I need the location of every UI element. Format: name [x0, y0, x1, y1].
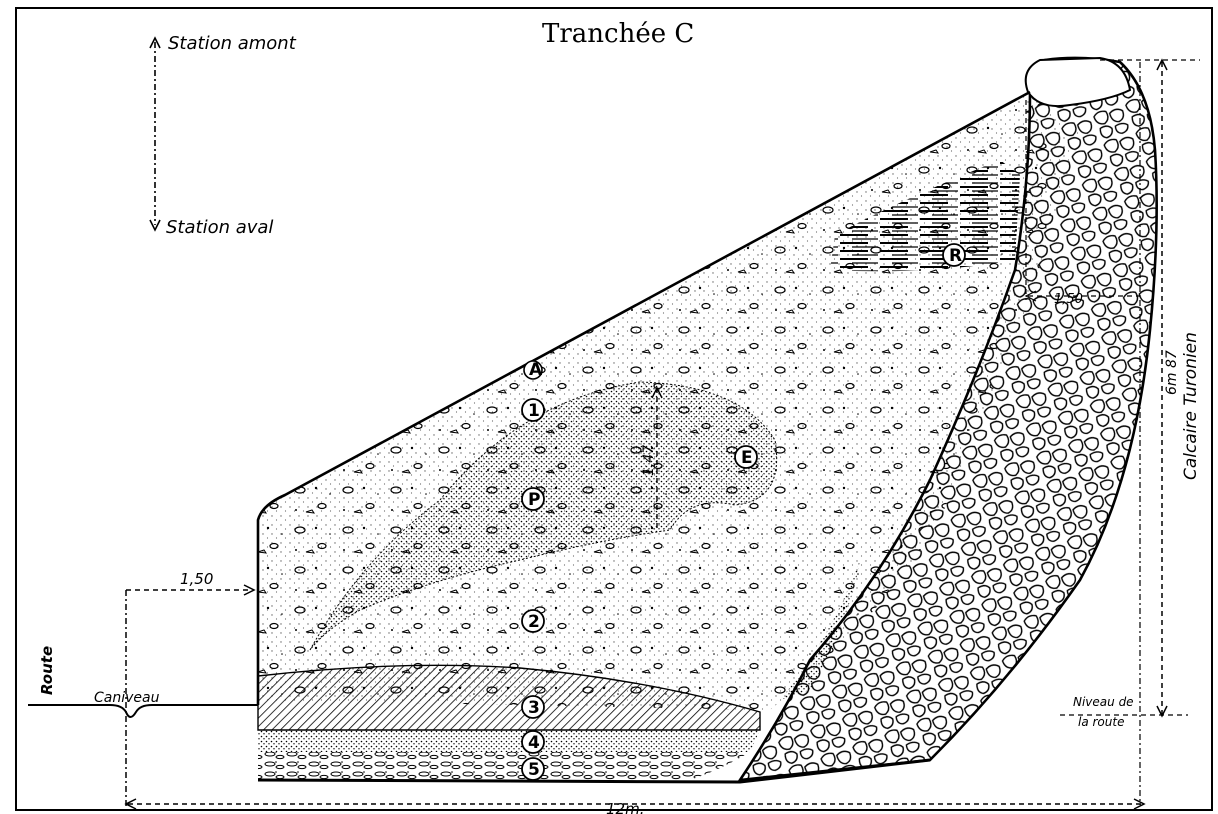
road-label: Route	[38, 646, 56, 695]
svg-text:P: P	[528, 490, 540, 510]
layer-5	[258, 752, 750, 780]
station-aval-label: Station aval	[166, 217, 273, 238]
road-surface	[28, 705, 258, 717]
svg-text:1,47: 1,47	[641, 445, 657, 476]
left-offset-dimension: 1,50	[126, 570, 254, 806]
layer-label-5: 5	[522, 758, 544, 780]
layer-label-r: R	[943, 244, 965, 266]
figure-title: Tranchée C	[542, 19, 694, 49]
layer-label-a: A	[524, 360, 543, 380]
layer-label-1: 1	[522, 399, 544, 421]
gutter-label: Caniveau	[94, 690, 160, 706]
svg-text:R: R	[949, 246, 962, 266]
layer-label-e: E	[735, 446, 757, 468]
svg-text:4: 4	[528, 733, 540, 753]
svg-text:5: 5	[528, 760, 540, 780]
layer-label-4: 4	[522, 731, 544, 753]
svg-text:1: 1	[528, 401, 540, 421]
layer-label-p: P	[522, 488, 544, 510]
svg-text:2: 2	[528, 612, 540, 632]
svg-text:A: A	[529, 360, 543, 380]
svg-text:12m.: 12m.	[606, 800, 644, 814]
station-amont-label: Station amont	[168, 33, 297, 54]
orientation-indicator: Station amont Station aval	[150, 33, 297, 238]
svg-text:1,50: 1,50	[1054, 292, 1083, 307]
limestone-label: Calcaire Turonien	[1181, 332, 1201, 480]
svg-text:3: 3	[528, 698, 540, 718]
layer-label-2: 2	[522, 610, 544, 632]
layer-label-3: 3	[522, 696, 544, 718]
svg-text:la route: la route	[1078, 715, 1124, 729]
svg-text:Niveau de: Niveau de	[1073, 695, 1134, 709]
svg-text:6m 87: 6m 87	[1164, 350, 1180, 395]
svg-text:E: E	[741, 448, 753, 468]
total-width-dimension: 12m.	[126, 799, 1144, 814]
layer-4	[258, 730, 760, 752]
svg-text:1,50: 1,50	[180, 570, 213, 588]
